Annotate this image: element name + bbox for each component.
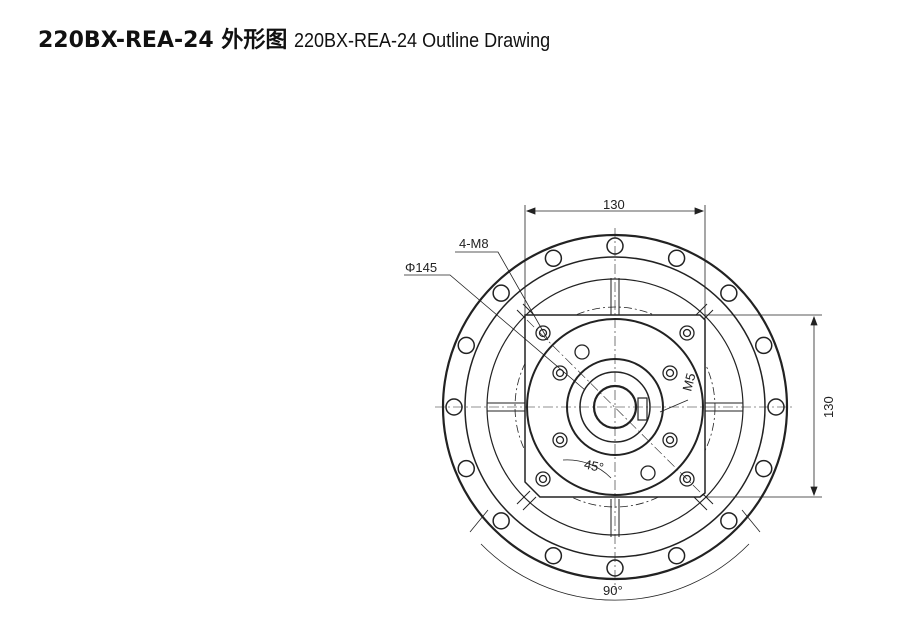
title-english: 220BX-REA-24 Outline Drawing [293, 30, 550, 52]
bolt-hole [754, 336, 773, 355]
m8-hole [679, 471, 695, 487]
hub-holes [535, 325, 695, 487]
bolt-hole [720, 512, 738, 530]
label-m5: M5 [679, 371, 698, 392]
label-angle-45: 45° [583, 457, 605, 476]
m5-hole [552, 432, 568, 448]
m8-hole-inner [682, 474, 692, 484]
m8-hole-inner [538, 328, 548, 338]
m8-hole [679, 325, 695, 341]
m5-hole [662, 365, 678, 381]
m5-hole-inner [665, 368, 675, 378]
m8-hole [535, 325, 551, 341]
bolt-hole [720, 284, 738, 302]
bolt-hole [492, 284, 510, 302]
m5-hole [552, 365, 568, 381]
label-diameter-145: Φ145 [405, 260, 437, 275]
bolt-hole [492, 512, 510, 530]
dim-width-130: 130 [603, 197, 625, 212]
center-lines [435, 228, 795, 590]
bolt-hole [754, 459, 773, 478]
bolt-hole [544, 546, 563, 565]
m8-hole [535, 471, 551, 487]
flange-bolt-holes [445, 237, 785, 577]
m5-hole [662, 432, 678, 448]
m8-hole-inner [538, 474, 548, 484]
dimension-lines [404, 205, 822, 601]
dim-height-130: 130 [821, 396, 836, 418]
label-angle-90: 90° [603, 583, 623, 598]
title-chinese: 220BX-REA-24 外形图 [38, 28, 288, 53]
m5-hole-inner [555, 435, 565, 445]
page-title: 220BX-REA-24 外形图 220BX-REA-24 Outline Dr… [38, 22, 578, 54]
bolt-hole [667, 546, 686, 565]
bolt-hole [457, 336, 476, 355]
m5-hole-inner [665, 435, 675, 445]
m5-hole-inner [555, 368, 565, 378]
m8-hole-inner [682, 328, 692, 338]
bolt-hole [667, 249, 686, 268]
hub-hole [574, 344, 590, 360]
label-4-m8: 4-M8 [459, 236, 489, 251]
bolt-hole [544, 249, 563, 268]
hub-hole [640, 465, 656, 481]
square-mount-plate [524, 314, 706, 498]
bolt-hole [457, 459, 476, 478]
ribs [487, 278, 743, 537]
